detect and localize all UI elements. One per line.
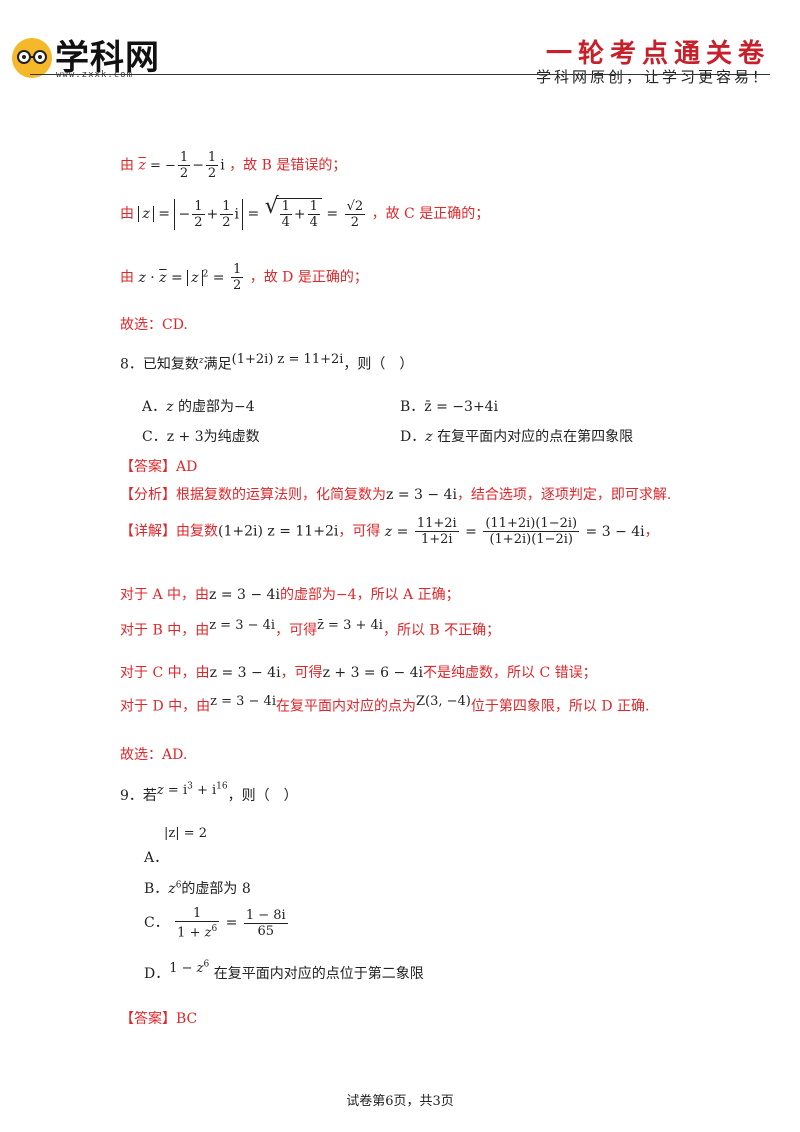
math: Z(3, −4) — [416, 694, 471, 709]
text: ，结合选项，逐项判定，即可求解. — [456, 487, 672, 503]
q8-stem: 8．已知复数z满足(1+2i) z = 11+2i，则（ ） — [120, 352, 414, 373]
text: 9．若 — [120, 787, 157, 804]
text: 对于 B 中，由 — [120, 622, 210, 639]
text: ，则（ ） — [227, 787, 298, 804]
text: 对于 C 中，由 — [120, 665, 210, 681]
text: ，所以 B 不正确； — [382, 622, 501, 639]
text: D． — [400, 429, 426, 445]
text: D． — [144, 965, 170, 982]
math: z = 3 − 4i — [386, 487, 457, 503]
q8-line-c: 对于 C 中，由z = 3 − 4i，可得z + 3 = 6 − 4i不是纯虚数… — [120, 662, 597, 682]
text: 位于第四象限，所以 D 正确. — [470, 698, 650, 715]
text: 的虚部为−4 — [177, 399, 255, 415]
text: B． — [400, 399, 425, 415]
q8-option-c: C．z + 3为纯虚数 — [142, 426, 260, 446]
header-divider — [30, 74, 770, 75]
text: ，可得 — [275, 622, 318, 639]
math-stem: z = i3 + i16 — [156, 782, 228, 799]
header-series-title: 一轮考点通关卷 — [545, 39, 770, 69]
text: C． — [142, 429, 167, 445]
text: A． — [142, 399, 167, 415]
text: 由 — [120, 206, 134, 222]
prev-line-c: 由 z = −12+12i = 14+14 = √22 ，故 C 是正确的； — [120, 196, 490, 230]
logo-glasses-icon — [17, 50, 47, 64]
text: ，故 B 是错误的； — [229, 157, 347, 174]
text: 在复平面内对应的点为 — [276, 698, 416, 715]
text: ，可得 — [280, 665, 323, 681]
text: 【分析】根据复数的运算法则，化简复数为 — [120, 487, 386, 503]
q8-line-d: 对于 D 中，由z = 3 − 4i在复平面内对应的点为Z(3, −4)位于第四… — [120, 694, 649, 716]
q8-final: 故选：AD. — [120, 747, 188, 763]
logo-url: www.zxxk.com — [56, 70, 134, 80]
q8-analysis: 【分析】根据复数的运算法则，化简复数为z = 3 − 4i，结合选项，逐项判定，… — [120, 484, 671, 504]
prev-answer: 故选：CD. — [120, 317, 188, 333]
math: z = 3 − 4i — [210, 694, 276, 709]
q8-option-a: A．z 的虚部为−4 — [142, 399, 255, 415]
math-eq: (1+2i) z = 11+2i — [231, 352, 344, 367]
text: 8．已知复数 — [120, 356, 199, 373]
text: C． — [144, 915, 169, 932]
math: z̄ = 3 + 4i — [317, 618, 383, 633]
math: z + 3 — [166, 429, 204, 445]
math: z = 3 − 4i — [209, 665, 281, 681]
text: 【详解】由复数 — [120, 523, 218, 540]
text: ，则（ ） — [343, 356, 414, 373]
text: 在复平面内对应的点在第四象限 — [437, 429, 634, 445]
text: 的虚部为 8 — [181, 881, 251, 897]
text: 不是纯虚数，所以 C 错误； — [423, 665, 597, 681]
header-slogan: 学科网原创，让学习更容易！ — [535, 68, 770, 86]
math: z = 3 − 4i — [209, 587, 280, 603]
q8-option-d: D．z 在复平面内对应的点在第四象限 — [400, 429, 634, 445]
text: 在复平面内对应的点位于第二象限 — [213, 965, 424, 982]
logo-text: 学科网 — [55, 38, 160, 78]
q9-stem: 9．若z = i3 + i16，则（ ） — [120, 782, 298, 805]
math: |z| = 2 — [164, 826, 208, 841]
q9-option-d: D．1 − z6 在复平面内对应的点位于第二象限 — [144, 960, 424, 982]
q9-option-b: B．z6的虚部为 8 — [144, 880, 251, 897]
text: 由 — [120, 157, 134, 174]
math-zbar: z — [138, 157, 146, 174]
text: 对于 A 中，由 — [120, 587, 210, 603]
math: z + 3 = 6 − 4i — [322, 665, 424, 681]
math: z = 3 − 4i — [209, 618, 276, 633]
text: ，故 C 是正确的； — [371, 206, 490, 222]
q8-option-b: B．z̄ = −3+4i — [400, 396, 498, 416]
text: B． — [144, 881, 169, 897]
text: 的虚部为−4，所以 A 正确； — [279, 587, 460, 603]
q8-answer: 【答案】AD — [120, 459, 198, 475]
text: A． — [144, 849, 169, 866]
text: 为纯虚数 — [203, 429, 260, 445]
text: ，故 D 是正确的； — [249, 269, 368, 286]
q9-option-a: |z| = 2 A． — [144, 826, 207, 867]
text: 满足 — [203, 356, 232, 373]
q9-answer: 【答案】BC — [120, 1011, 198, 1027]
math: z̄ = −3+4i — [424, 399, 499, 415]
page-footer: 试卷第6页，共3页 — [346, 1094, 454, 1109]
math-modulus: z = −12+12i = 14+14 = √22 — [138, 196, 371, 230]
text: 对于 D 中，由 — [120, 698, 211, 715]
text: ， — [644, 523, 659, 540]
text: 由 — [120, 269, 134, 286]
q8-line-b: 对于 B 中，由z = 3 − 4i，可得z̄ = 3 + 4i，所以 B 不正… — [120, 618, 500, 640]
text: ，可得 — [338, 523, 381, 540]
q8-line-a: 对于 A 中，由z = 3 − 4i的虚部为−4，所以 A 正确； — [120, 584, 460, 604]
math: (1+2i) z = 11+2i — [218, 523, 339, 540]
